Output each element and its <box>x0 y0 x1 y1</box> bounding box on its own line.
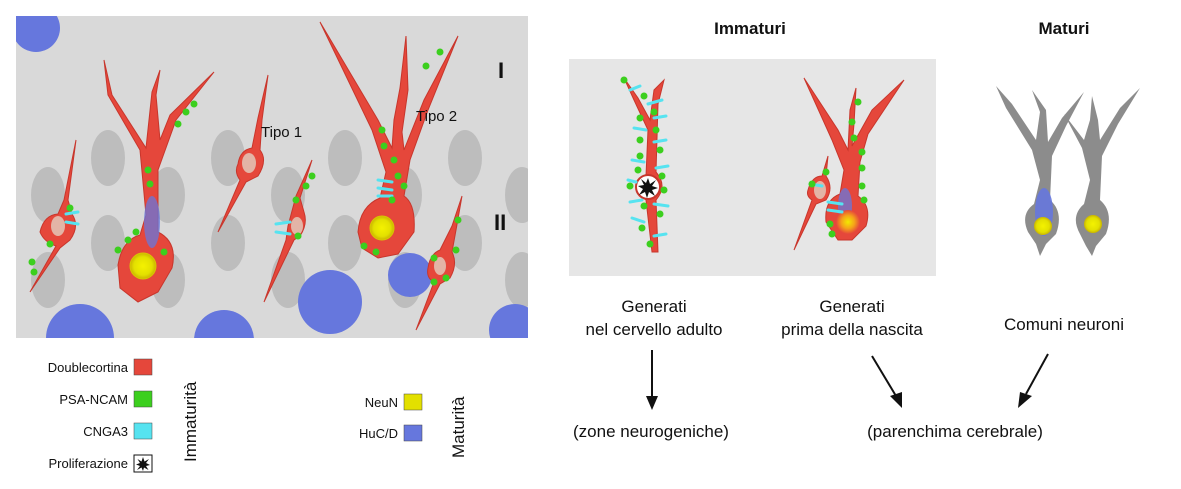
huc-cells <box>16 16 528 338</box>
cnga3-markers <box>64 178 394 236</box>
caption-mature: Comuni neuroni <box>1004 315 1124 334</box>
header-immaturi: Immaturi <box>714 19 786 38</box>
legend-swatch-psa-ncam <box>133 390 153 408</box>
arrow-prenatal <box>871 355 897 397</box>
legend-label-doublecortina: Doublecortina <box>48 360 129 375</box>
legend-swatch-cnga3 <box>133 422 153 440</box>
caption-prenatal-line1: Generati <box>819 297 884 316</box>
caption-adult-line2: nel cervello adulto <box>585 320 722 339</box>
huc-overlay <box>144 196 160 248</box>
legend-group-maturita: Maturità <box>449 396 468 458</box>
tissue-background <box>16 16 528 338</box>
legend-label-neun: NeuN <box>365 395 398 410</box>
legend-label-proliferazione: Proliferazione <box>49 456 129 471</box>
immature-panel-background <box>569 59 936 276</box>
layer-label-1: I <box>498 58 504 83</box>
layer-label-2: II <box>494 210 506 235</box>
legend-label-cnga3: CNGA3 <box>83 424 128 439</box>
legend-label-psa-ncam: PSA-NCAM <box>59 392 128 407</box>
prenatal-immature-neuron <box>793 77 905 251</box>
legend-swatch-neun <box>403 393 423 411</box>
legend-group-immaturita: Immaturità <box>181 381 200 462</box>
dividing-neuron <box>620 76 670 253</box>
burst-icon <box>638 178 658 198</box>
burst-icon <box>136 457 150 471</box>
caption-prenatal-line2: prima della nascita <box>781 320 923 339</box>
psa-ncam-dots <box>28 48 462 286</box>
tissue-panel: Tipo 1 Tipo 2 I II <box>16 16 528 338</box>
destination-parenchyma: (parenchima cerebrale) <box>867 422 1043 441</box>
mature-neurons <box>996 86 1140 256</box>
legend: Doublecortina PSA-NCAM CNGA3 Proliferazi… <box>48 358 468 473</box>
label-tipo1: Tipo 1 <box>261 124 302 141</box>
header-maturi: Maturi <box>1039 19 1090 38</box>
arrow-mature <box>1025 353 1049 395</box>
caption-adult-line1: Generati <box>621 297 686 316</box>
nuclei <box>51 153 446 280</box>
legend-swatch-hucd <box>403 424 423 442</box>
destination-neurogenic: (zone neurogeniche) <box>573 422 729 441</box>
legend-swatch-doublecortina <box>133 358 153 376</box>
label-tipo2: Tipo 2 <box>416 108 457 125</box>
immature-panel <box>569 59 936 276</box>
legend-label-hucd: HuC/D <box>359 426 398 441</box>
arrows <box>646 350 1049 410</box>
